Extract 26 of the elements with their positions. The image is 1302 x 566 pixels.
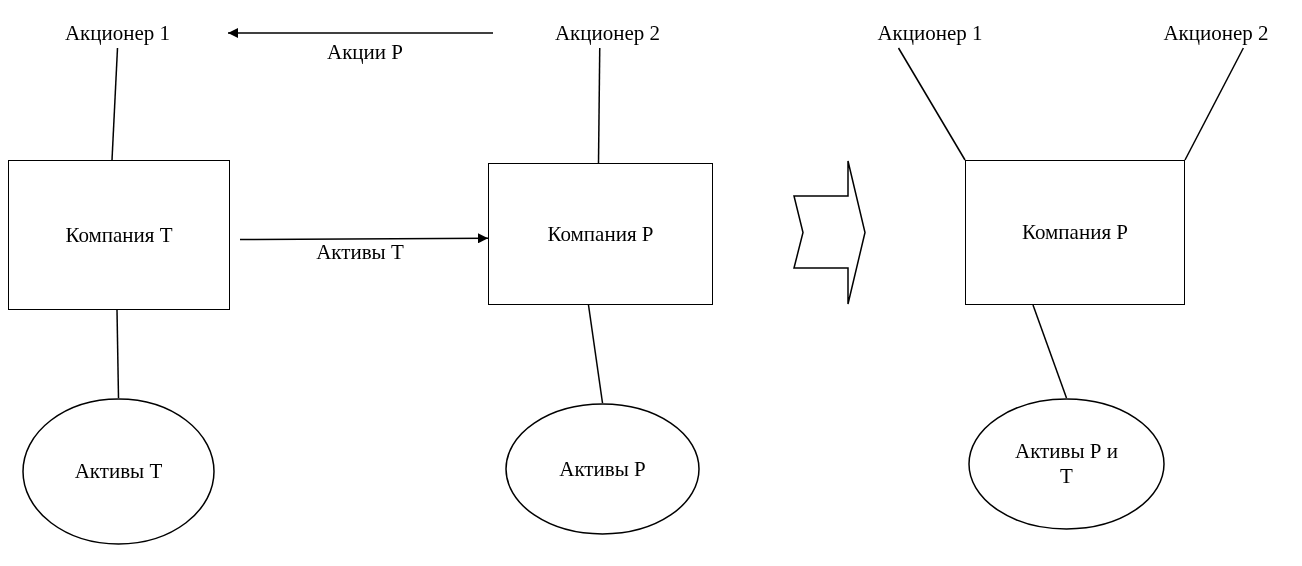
arrow bbox=[239, 233, 489, 244]
block-arrow bbox=[793, 160, 866, 305]
connector-line bbox=[111, 47, 119, 161]
node-label: Активы Т bbox=[74, 459, 163, 484]
node-label: Компания Р bbox=[547, 221, 654, 247]
node-label: Компания Т bbox=[65, 222, 173, 248]
shareholder-label: Акционер 2 bbox=[554, 20, 661, 46]
assets-ellipse bbox=[505, 403, 700, 535]
node-label: Активы Р и Т bbox=[1014, 439, 1119, 489]
connector-line bbox=[1032, 304, 1068, 399]
shareholder-label: Акционер 2 bbox=[1163, 20, 1269, 46]
shareholder-label: Акционер 1 bbox=[877, 20, 983, 46]
connector-line bbox=[1184, 47, 1245, 161]
company-box bbox=[965, 160, 1185, 305]
connector-line bbox=[116, 309, 120, 399]
assets-ellipse bbox=[22, 398, 215, 545]
shareholder-label: Акционер 1 bbox=[64, 20, 171, 46]
connector-line bbox=[597, 47, 601, 164]
company-box bbox=[8, 160, 230, 310]
node-label: Компания Р bbox=[1022, 220, 1128, 245]
arrow bbox=[227, 28, 494, 38]
node-label: Активы Р bbox=[559, 456, 646, 482]
connector-line bbox=[587, 304, 604, 404]
connector-line bbox=[897, 47, 966, 161]
assets-ellipse bbox=[968, 398, 1165, 530]
company-box bbox=[488, 163, 713, 305]
